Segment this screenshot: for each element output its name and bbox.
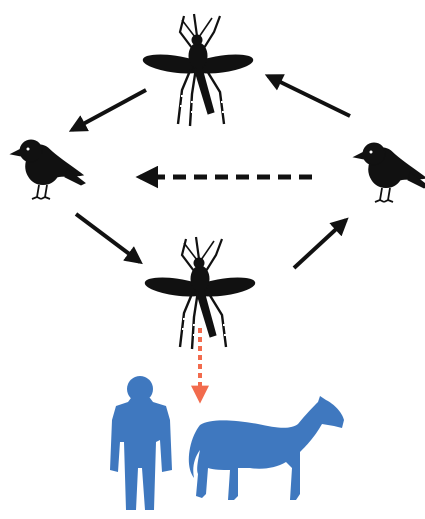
horse-icon [189,396,344,500]
human-icon [110,376,172,510]
bird-icon [354,143,425,202]
bird-icon [11,140,85,199]
arrow-mosquito-to-bird-left [72,90,146,130]
mosquito-icon [142,14,254,126]
arrow-bird-right-to-mosquito [268,76,350,116]
arrow-bird-left-to-mosquito [76,214,140,262]
arrow-mosquito-to-bird-right [294,220,346,268]
